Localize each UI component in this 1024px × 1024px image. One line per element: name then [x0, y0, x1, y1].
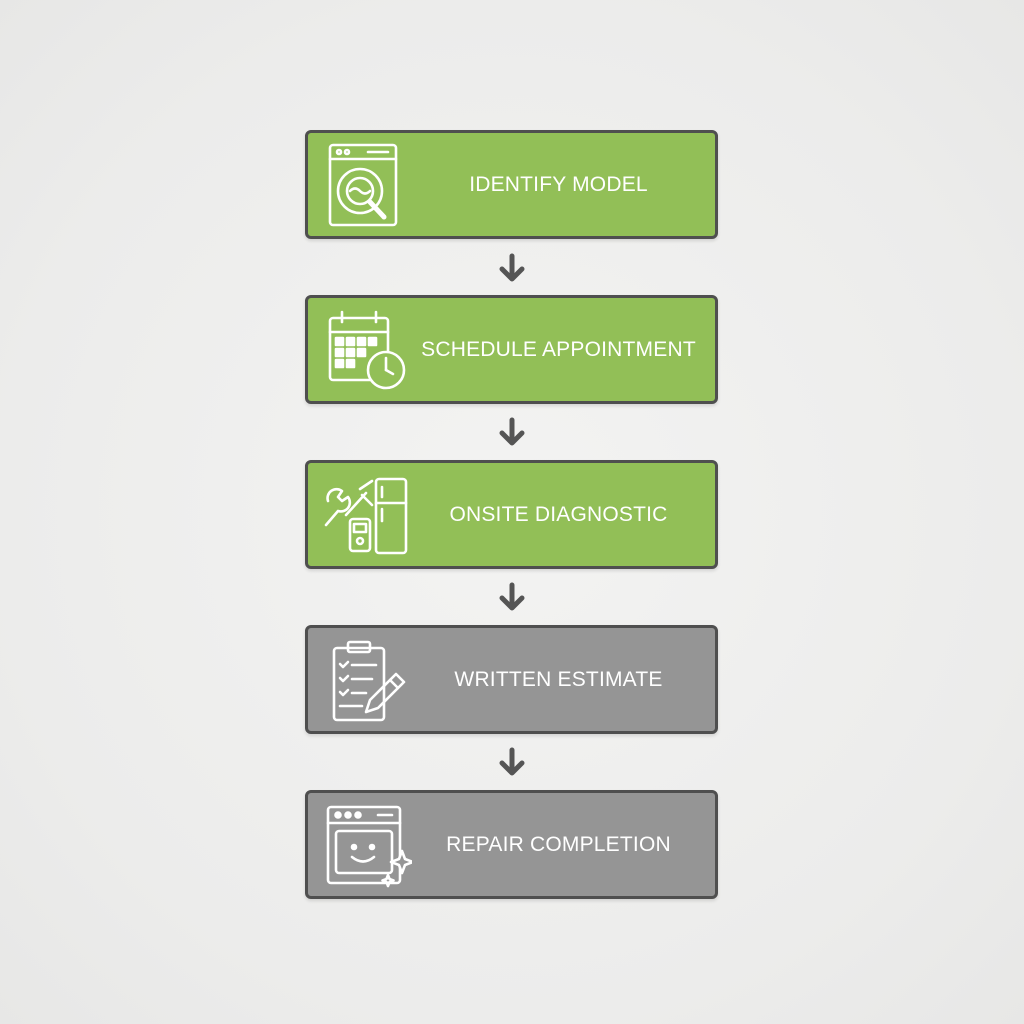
- step-written-estimate: WRITTEN ESTIMATE: [305, 625, 718, 734]
- step-label: ONSITE DIAGNOSTIC: [449, 502, 668, 526]
- step-label: REPAIR COMPLETION: [446, 832, 671, 856]
- arrow-down-icon: [494, 581, 530, 617]
- step-label: SCHEDULE APPOINTMENT: [421, 337, 696, 361]
- oven-smile-sparkle-icon: [322, 801, 412, 889]
- step-identify-model: IDENTIFY MODEL: [305, 130, 718, 239]
- arrow-down-icon: [494, 746, 530, 782]
- arrow-down-icon: [494, 252, 530, 288]
- step-label: WRITTEN ESTIMATE: [454, 667, 663, 691]
- step-onsite-diagnostic: ONSITE DIAGNOSTIC: [305, 460, 718, 569]
- step-label: IDENTIFY MODEL: [469, 172, 648, 196]
- step-schedule-appointment: SCHEDULE APPOINTMENT: [305, 295, 718, 404]
- washing-machine-magnifier-icon: [322, 141, 412, 229]
- arrow-down-icon: [494, 416, 530, 452]
- tools-multimeter-fridge-icon: [322, 471, 412, 559]
- clipboard-pencil-icon: [322, 636, 412, 724]
- calendar-clock-icon: [322, 306, 412, 394]
- step-repair-completion: REPAIR COMPLETION: [305, 790, 718, 899]
